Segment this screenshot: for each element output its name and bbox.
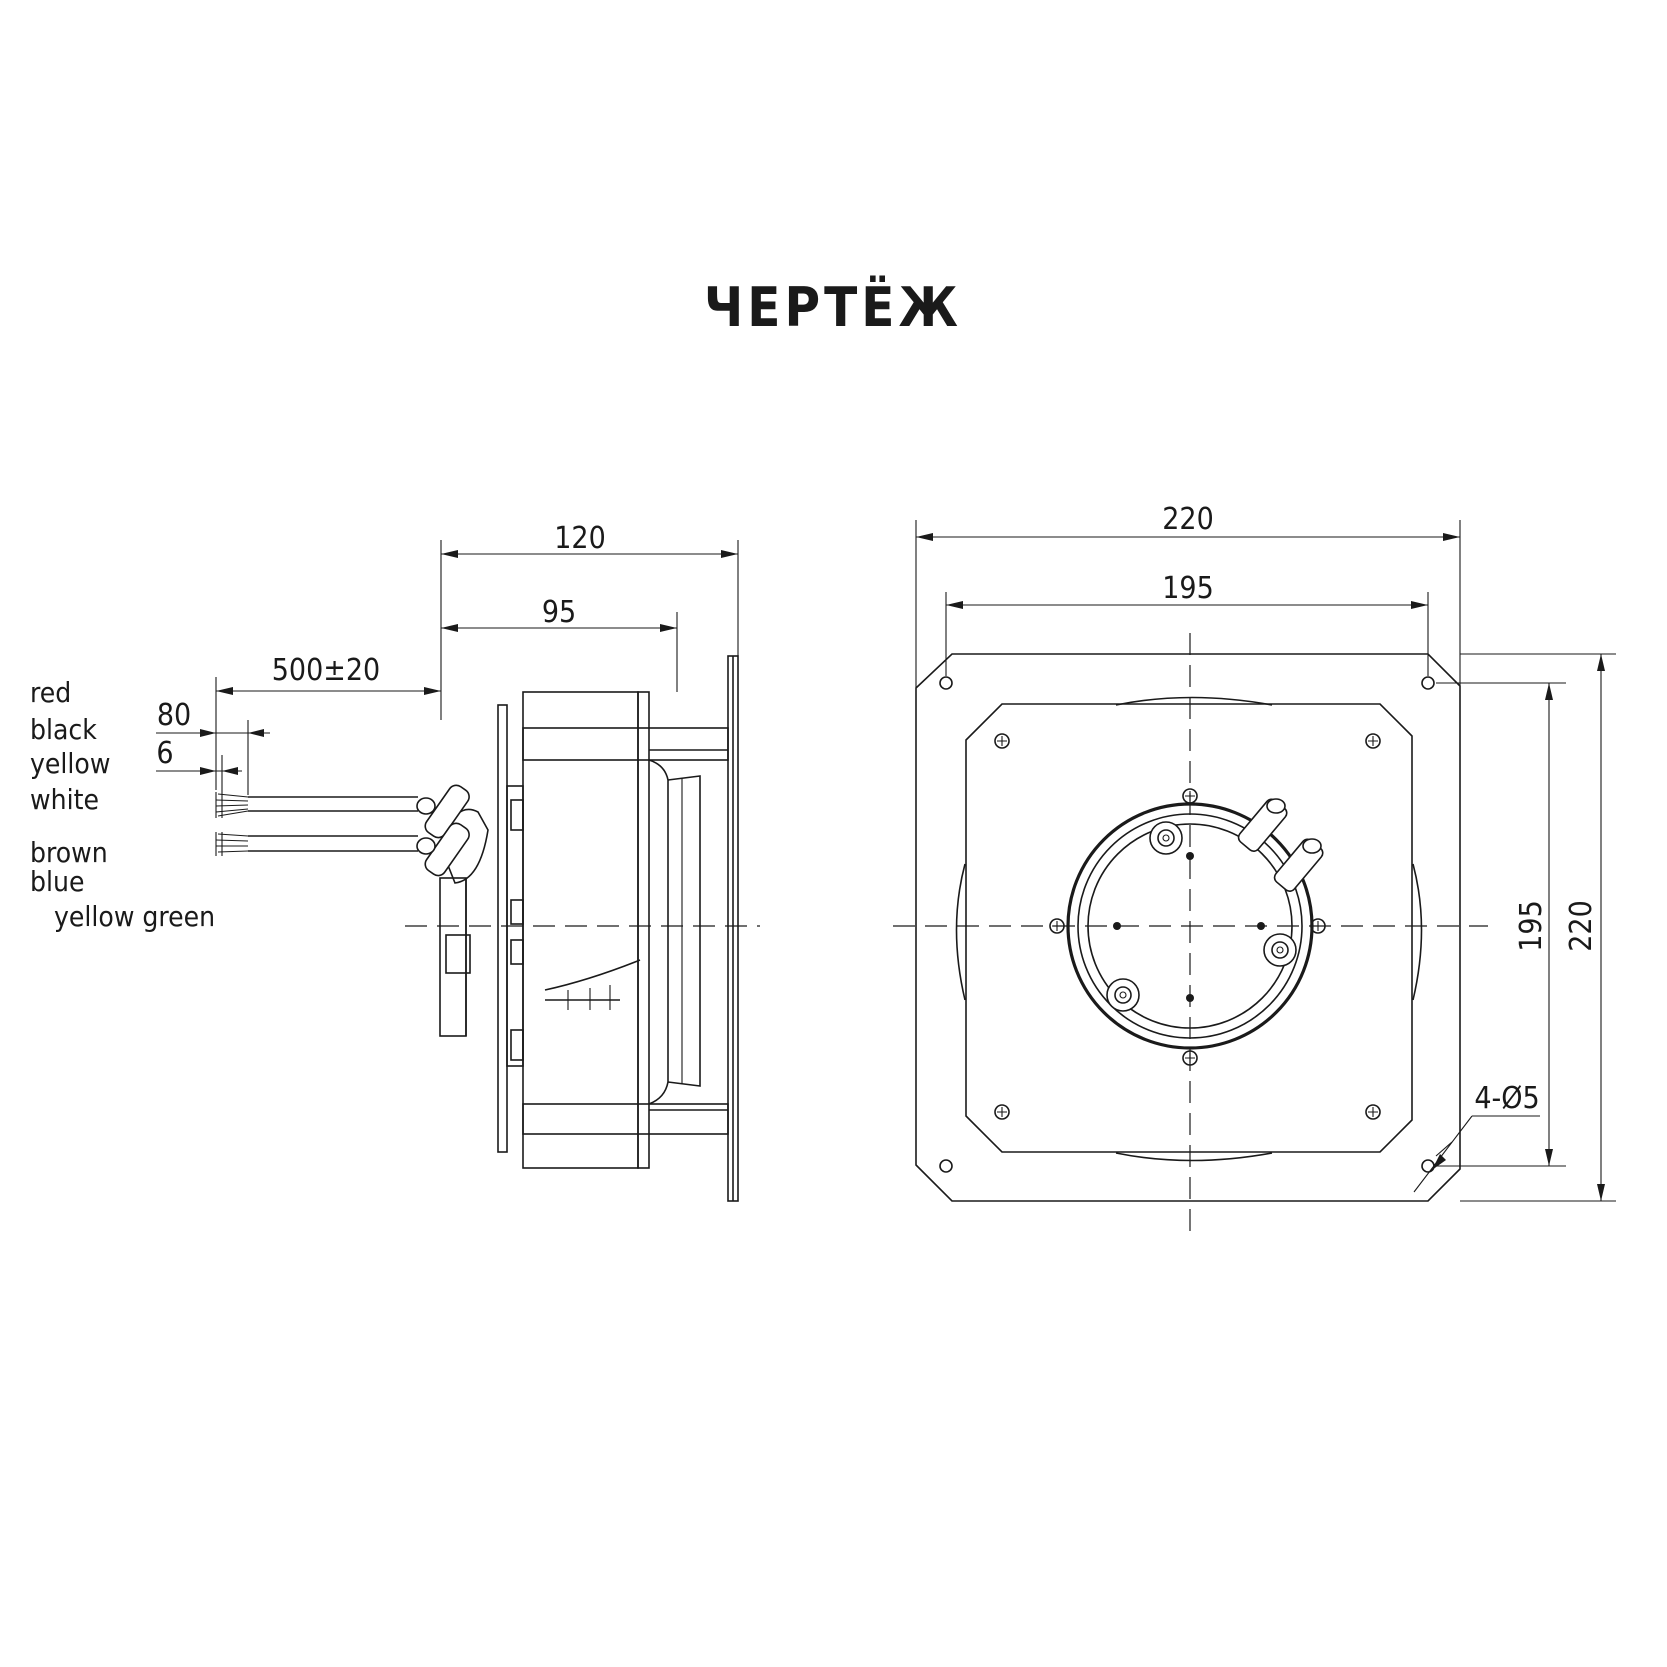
dim-strip-length-label: 80	[157, 698, 191, 733]
motor-plate	[497, 704, 524, 1153]
dim-height-holes: 195	[1436, 682, 1566, 1167]
wire-label-yellow: yellow	[30, 747, 110, 780]
page-title: ЧЕРТЁЖ	[704, 276, 962, 339]
outer-plate	[915, 653, 1461, 1202]
dim-wire-strip-label: 6	[156, 736, 173, 771]
front-cable-glands	[1237, 798, 1324, 892]
motor-box	[439, 877, 471, 1037]
wire-label-yellow-green: yellow green	[54, 900, 215, 933]
housing-top-arc	[1115, 696, 1273, 706]
dim-cable-length-label: 500±20	[272, 653, 380, 688]
dim-overall-depth-label: 120	[554, 521, 606, 556]
wire-label-white: white	[30, 783, 99, 816]
dim-width-overall: 220	[915, 502, 1461, 688]
motor-rotor	[1066, 802, 1314, 1050]
dim-width-holes: 195	[945, 571, 1429, 676]
dim-height-holes-label: 195	[1514, 900, 1549, 952]
dim-body-depth: 95	[441, 595, 678, 692]
impeller-body	[522, 691, 729, 1169]
front-view: 220 195 195 220	[893, 502, 1616, 1236]
dim-body-depth-label: 95	[542, 595, 576, 630]
dim-holes-label: 4-Ø5	[1474, 1081, 1539, 1116]
wire-label-black: black	[30, 713, 97, 746]
wire-label-blue: blue	[30, 865, 84, 898]
inner-plate	[965, 703, 1413, 1153]
housing-left-arc	[955, 863, 966, 1001]
front-flange	[727, 655, 739, 1202]
dim-strip-length: 80	[156, 698, 270, 795]
plate-screws	[994, 733, 1381, 1120]
housing-right-arc	[1412, 863, 1423, 1001]
dim-height-overall: 220	[1460, 653, 1616, 1202]
dim-overall-depth: 120	[440, 521, 739, 720]
wire-label-red: red	[30, 676, 71, 709]
cable-glands	[416, 784, 489, 884]
wire-label-brown: brown	[30, 836, 108, 869]
dim-height-overall-label: 220	[1564, 900, 1599, 952]
dim-holes-leader: 4-Ø5	[1413, 1081, 1540, 1193]
side-view: 120 95 500±20 80	[30, 521, 760, 1202]
dim-wire-strip: 6	[156, 736, 242, 792]
dim-width-holes-label: 195	[1162, 571, 1214, 606]
dim-width-overall-label: 220	[1162, 502, 1214, 537]
wire-labels: red black yellow white brown blue yellow…	[30, 676, 215, 933]
rotor-lugs	[1106, 821, 1297, 1012]
mounting-holes	[939, 676, 1435, 1173]
housing-bottom-arc	[1115, 1152, 1273, 1162]
cables	[215, 792, 418, 856]
dim-cable-length: 500±20	[215, 653, 441, 790]
